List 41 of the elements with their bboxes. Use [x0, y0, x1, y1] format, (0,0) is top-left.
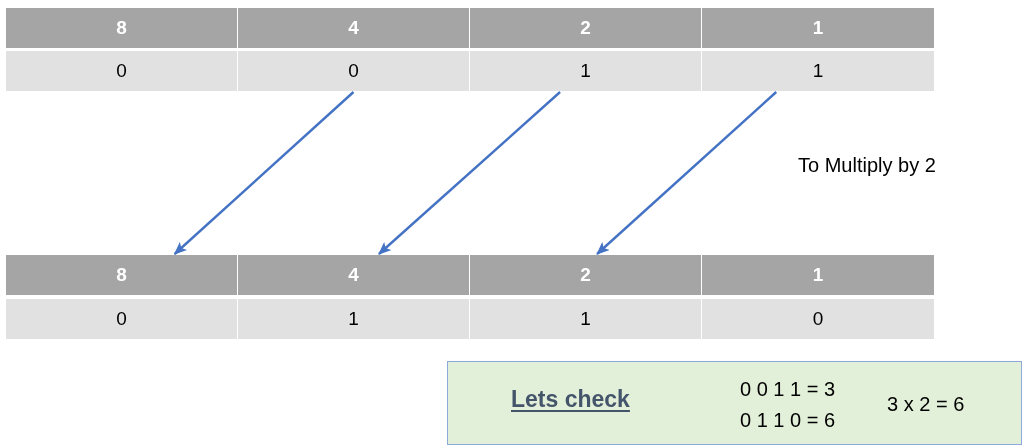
bit-value: 0: [348, 60, 359, 82]
table-header-cell: [470, 8, 701, 48]
table-header-cell: [238, 255, 469, 295]
bit-weight: 4: [348, 264, 359, 286]
equation-text: 0 1 1 0 = 6: [740, 409, 836, 432]
bit-value: 1: [580, 60, 591, 82]
table-cell: [702, 51, 934, 91]
table-cell: [6, 299, 237, 339]
bit-weight: 4: [348, 17, 359, 39]
bit-weight: 8: [116, 17, 127, 39]
table-cell: [6, 51, 237, 91]
table-header-cell: [702, 8, 934, 48]
equation-text: 3 x 2 = 6: [887, 393, 965, 416]
table-cell: [238, 299, 469, 339]
table-header-cell: [6, 8, 237, 48]
arrow: [173, 91, 355, 255]
table-header-cell: [6, 255, 237, 295]
table-cell: [470, 299, 701, 339]
bit-value: 1: [812, 60, 824, 82]
bit-value: 0: [116, 308, 127, 330]
bit-weight: 2: [580, 17, 591, 39]
table-cell: [702, 299, 934, 339]
bit-weight: 8: [116, 264, 127, 286]
bit-weight: 1: [812, 264, 824, 286]
bit-weight: 2: [580, 264, 591, 286]
table-cell: [238, 51, 469, 91]
bit-value: 1: [348, 308, 359, 330]
table-header-cell: [238, 8, 469, 48]
arrow: [596, 91, 778, 255]
equation-text: 0 0 1 1 = 3: [740, 378, 836, 401]
bit-weight: 1: [812, 17, 824, 39]
check-panel: [447, 361, 1022, 445]
table-cell: [470, 51, 701, 91]
table-header-cell: [470, 255, 701, 295]
table-header-cell: [702, 255, 934, 295]
annotation-text: To Multiply by 2: [798, 154, 936, 177]
arrow: [378, 91, 561, 255]
check-heading: Lets check: [511, 386, 630, 413]
bit-value: 1: [580, 308, 591, 330]
bit-value: 0: [116, 60, 127, 82]
bit-value: 0: [812, 308, 824, 330]
